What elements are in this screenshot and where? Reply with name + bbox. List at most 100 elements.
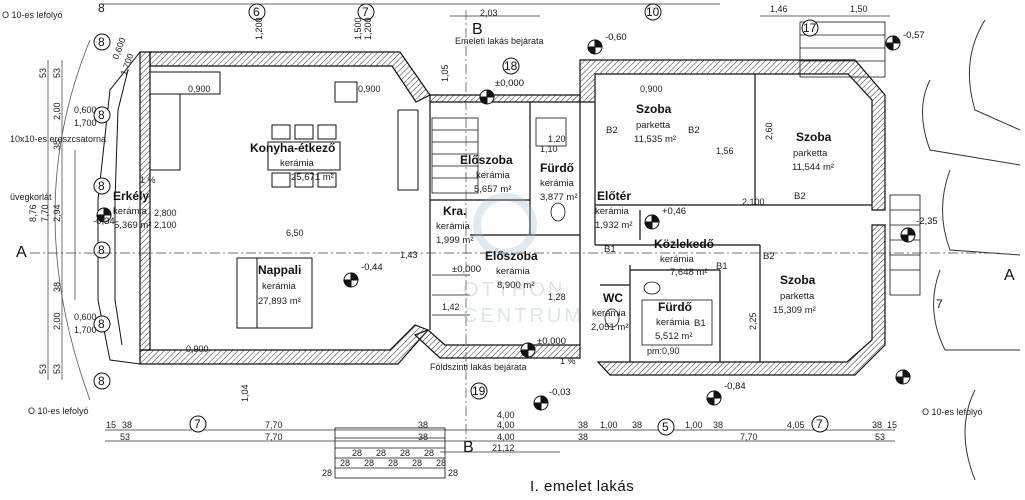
svg-text:7,70: 7,70 [265,420,283,430]
bottom-dims-row3: 21,12 [492,443,515,453]
svg-text:38: 38 [872,420,882,430]
svg-text:0,900: 0,900 [358,84,381,94]
svg-text:3,877 m²: 3,877 m² [540,192,578,203]
svg-text:B: B [472,21,483,38]
svg-text:parketta: parketta [636,120,671,131]
svg-text:0,600: 0,600 [74,312,97,322]
svg-text:28: 28 [400,448,410,458]
svg-text:2,60: 2,60 [764,122,774,140]
svg-text:pm:0,90: pm:0,90 [647,346,680,356]
svg-text:8: 8 [98,374,105,388]
left-dims: 53 53 2,00 38 2,94 38 2,00 53 53 8,76 7,… [28,68,62,374]
svg-text:18: 18 [504,59,518,73]
svg-text:O 10-es lefolyó: O 10-es lefolyó [28,406,89,416]
room-labels: Konyha-étkező kerámia 25,671 m² Erkély k… [113,102,834,342]
svg-text:-2,35: -2,35 [916,216,938,227]
interior-walls [429,74,872,362]
room-eloter: Előtér kerámia 1,932 m² [595,189,633,231]
svg-text:28: 28 [448,468,458,478]
svg-text:8: 8 [98,1,105,15]
svg-text:1,200: 1,200 [254,17,264,40]
exterior-walls [139,51,886,376]
svg-text:28: 28 [424,448,434,458]
svg-text:Fürdő: Fürdő [658,300,692,314]
svg-text:kerámia: kerámia [595,206,630,217]
svg-text:2,94: 2,94 [52,204,62,222]
svg-text:28: 28 [352,448,362,458]
dining-table [267,124,341,188]
svg-text:19: 19 [472,384,486,398]
svg-text:8: 8 [98,179,105,193]
svg-text:15: 15 [106,420,116,430]
watermark: OTTHON CENTRUM [463,193,581,327]
svg-text:parketta: parketta [780,291,815,302]
svg-text:Előszoba: Előszoba [485,249,538,263]
svg-text:1,200: 1,200 [363,17,373,40]
svg-text:-0,60: -0,60 [605,32,627,43]
svg-text:Fürdő: Fürdő [540,161,574,175]
drawing-title: I. emelet lakás [530,478,635,495]
svg-text:1,500: 1,500 [353,17,363,40]
room-konyha: Konyha-étkező kerámia 25,671 m² [250,141,335,183]
svg-text:10x10-es ereszcsatorna: 10x10-es ereszcsatorna [10,134,106,144]
svg-text:1,00: 1,00 [600,420,618,430]
svg-text:28: 28 [340,458,350,468]
svg-text:5,369 m²: 5,369 m² [114,220,152,231]
svg-text:11,544 m²: 11,544 m² [792,162,834,173]
svg-text:4,05: 4,05 [787,420,805,430]
svg-text:53: 53 [52,364,62,374]
svg-text:1,04: 1,04 [240,384,250,402]
svg-text:5,657 m²: 5,657 m² [474,184,512,195]
svg-text:53: 53 [52,68,62,78]
svg-text:38: 38 [632,420,642,430]
svg-text:0,900: 0,900 [640,84,663,94]
svg-text:1,20: 1,20 [548,134,566,144]
svg-text:kerámia: kerámia [656,317,691,328]
room-erkely: Erkély kerámia 5,369 m² [113,189,152,231]
svg-text:27,893 m²: 27,893 m² [258,296,301,307]
svg-text:2,800: 2,800 [154,208,177,218]
svg-text:B2: B2 [606,125,618,136]
left-dimension-lines [47,60,76,380]
svg-text:6,50: 6,50 [286,228,304,238]
svg-text:0,900: 0,900 [188,84,211,94]
svg-text:Erkély: Erkély [113,189,149,203]
svg-text:üvegkorlát: üvegkorlát [10,192,52,202]
svg-text:28: 28 [412,458,422,468]
svg-text:1,10: 1,10 [540,144,558,154]
svg-text:38: 38 [578,420,588,430]
svg-text:B1: B1 [716,261,728,272]
svg-text:2,00: 2,00 [52,312,62,330]
svg-text:2,100: 2,100 [742,197,765,207]
svg-text:38: 38 [418,432,428,442]
svg-text:4,00: 4,00 [497,432,515,442]
bottom-dims-row1: 15 38 7,70 38 4,00 38 1,00 38 1,00 38 4,… [106,420,897,430]
svg-text:8,900 m²: 8,900 m² [497,280,535,291]
svg-text:1,46: 1,46 [770,4,788,14]
svg-text:parketta: parketta [793,148,828,159]
svg-text:kerámia: kerámia [476,170,511,181]
svg-text:1,700: 1,700 [74,325,97,335]
level-values: ±0,000 -0,60 -0,57 -0,34 -0,44 +0,46 -2,… [93,30,938,398]
svg-text:2,25: 2,25 [748,312,758,330]
svg-text:1,700: 1,700 [74,118,97,128]
svg-text:O 10-es lefolyó: O 10-es lefolyó [2,10,63,20]
room-eloszoba2: Előszoba kerámia 8,900 m² [485,249,538,291]
svg-text:8: 8 [98,108,105,122]
room-nappali: Nappali kerámia 27,893 m² [258,263,301,307]
svg-text:7,648 m²: 7,648 m² [670,267,708,278]
svg-text:21,12: 21,12 [492,443,515,453]
svg-text:6: 6 [253,5,260,19]
svg-text:5,512 m²: 5,512 m² [655,331,693,342]
svg-text:kerámia: kerámia [592,308,627,319]
svg-text:1,28: 1,28 [548,292,566,302]
bottom-dims-row2: 53 7,70 38 4,00 38 7,70 53 [120,432,885,442]
svg-text:kerámia: kerámia [540,178,575,189]
svg-text:53: 53 [875,432,885,442]
svg-text:kerámia: kerámia [660,254,695,265]
svg-text:-0,57: -0,57 [903,30,925,41]
svg-text:1,42: 1,42 [442,302,460,312]
svg-text:4,00: 4,00 [497,410,515,420]
svg-text:OTTHON: OTTHON [463,279,565,301]
